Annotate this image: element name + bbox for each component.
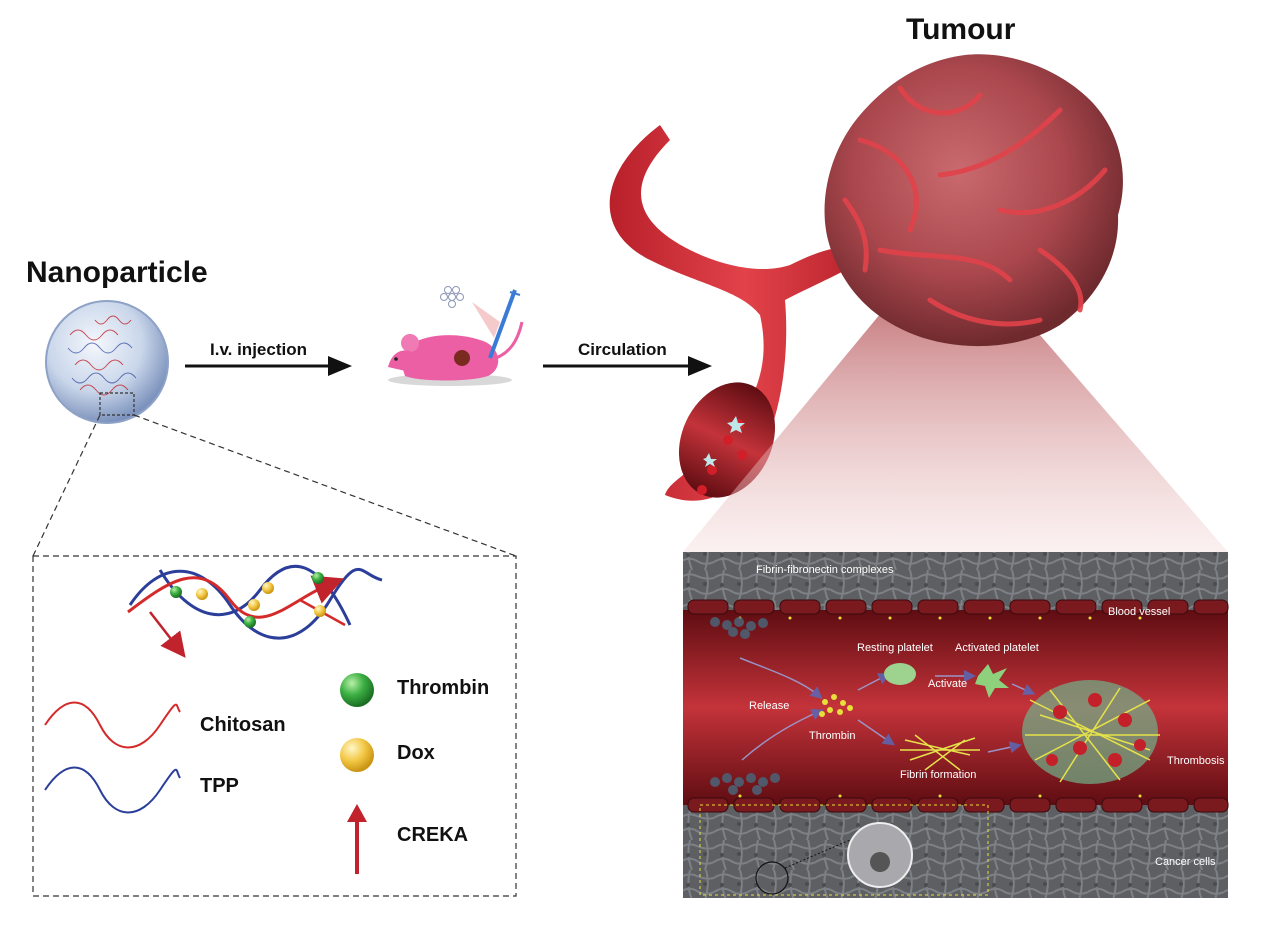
tumour-title: Tumour <box>906 13 1016 46</box>
cancer-cells-label: Cancer cells <box>1155 856 1216 868</box>
molecular-structure <box>127 564 383 658</box>
resting-platelet-label: Resting platelet <box>857 642 933 654</box>
thrombosis-label: Thrombosis <box>1167 755 1225 767</box>
chitosan-legend-line <box>44 701 181 749</box>
circulation-label: Circulation <box>578 340 667 359</box>
dox-legend-ball <box>340 738 374 772</box>
thrombin-legend-ball <box>340 673 374 707</box>
zoom-cone <box>683 260 1228 552</box>
tpp-legend-line <box>44 766 181 814</box>
fibrin-formation-label: Fibrin formation <box>900 769 977 781</box>
injection-label: I.v. injection <box>210 340 307 359</box>
tumour-mass <box>824 54 1123 347</box>
injection-arrow <box>185 356 352 376</box>
tpp-legend-label: TPP <box>200 775 239 797</box>
blood-vessel <box>609 125 880 501</box>
zoom-lines <box>32 414 517 557</box>
legend-box <box>32 555 517 897</box>
fibrin-complexes-label: Fibrin-fibronectin complexes <box>756 564 894 576</box>
creka-legend-arrow <box>347 804 367 874</box>
chitosan-legend-label: Chitosan <box>200 714 286 736</box>
release-label: Release <box>749 700 790 712</box>
creka-legend-label: CREKA <box>397 824 469 846</box>
blood-vessel-label: Blood vessel <box>1108 606 1171 618</box>
dox-legend-label: Dox <box>397 742 435 764</box>
circulation-arrow <box>543 356 712 376</box>
nanoparticle-sphere <box>45 300 169 424</box>
thrombosis-inset <box>683 552 1229 898</box>
nanoparticle-title: Nanoparticle <box>26 256 208 289</box>
thrombus-clot <box>1022 680 1160 784</box>
thrombin-inset-label: Thrombin <box>809 730 856 742</box>
activate-label: Activate <box>928 678 968 690</box>
activated-platelet-label: Activated platelet <box>955 642 1039 654</box>
thrombin-legend-label: Thrombin <box>397 677 490 699</box>
mouse-illustration <box>388 286 524 386</box>
